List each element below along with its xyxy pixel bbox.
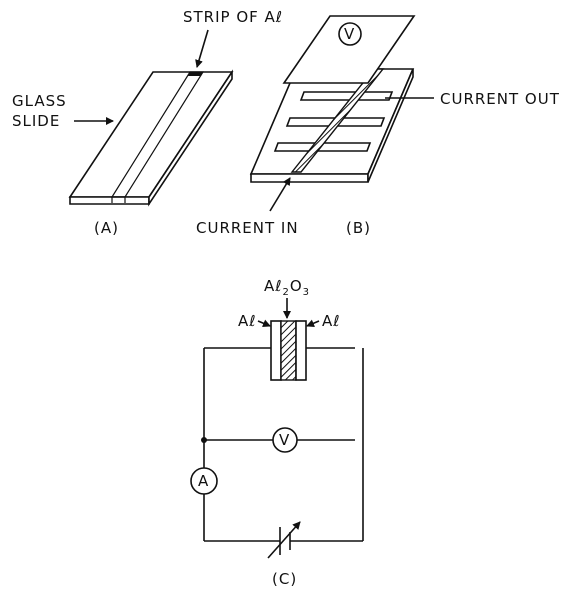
- voltmeter-c-icon: [272, 427, 298, 453]
- voltmeter-c-symbol: V: [279, 431, 290, 449]
- caption-b: (B): [346, 219, 371, 237]
- voltmeter-plane: V: [282, 15, 416, 84]
- right-electrode-arrow: [306, 319, 320, 327]
- current-in-arrow: [269, 177, 291, 212]
- glass-label-line2: SLIDE: [12, 112, 60, 130]
- tunnel-junction: [270, 320, 307, 381]
- figure-a: STRIP OF Aℓ GLASS SLIDE (A): [12, 8, 283, 237]
- glass-slide: [68, 69, 234, 207]
- figure-c: Aℓ2O3 Aℓ Aℓ V A: [190, 277, 364, 588]
- ammeter-symbol: A: [198, 472, 209, 490]
- left-al-electrode: [270, 320, 282, 381]
- aluminum-strip: [110, 71, 205, 203]
- caption-c: (C): [272, 570, 297, 588]
- current-out-label: CURRENT OUT: [440, 90, 560, 108]
- right-electrode-label: Aℓ: [322, 312, 340, 330]
- voltmeter-b-symbol: V: [344, 25, 355, 43]
- circuit-node: [201, 437, 207, 443]
- cross-strips: [273, 91, 394, 152]
- ammeter-icon: [190, 467, 218, 495]
- strip-label: STRIP OF Aℓ: [183, 8, 283, 26]
- current-in-label: CURRENT IN: [196, 219, 299, 237]
- figure-b: V CURRENT OUT CURRENT IN (B): [196, 15, 560, 237]
- strip-pointer-arrow: [195, 29, 209, 68]
- circuit-wires: [203, 347, 364, 542]
- oxide-label: Aℓ2O3: [264, 277, 310, 298]
- left-electrode-label: Aℓ: [238, 312, 256, 330]
- left-electrode-arrow: [257, 319, 271, 327]
- al2o3-layer: [280, 320, 297, 381]
- caption-a: (A): [94, 219, 119, 237]
- glass-label-line1: GLASS: [12, 92, 67, 110]
- variable-source-icon: [267, 521, 301, 559]
- voltmeter-b-icon: [338, 22, 362, 46]
- oxide-strip: [290, 68, 385, 173]
- right-al-electrode: [295, 320, 307, 381]
